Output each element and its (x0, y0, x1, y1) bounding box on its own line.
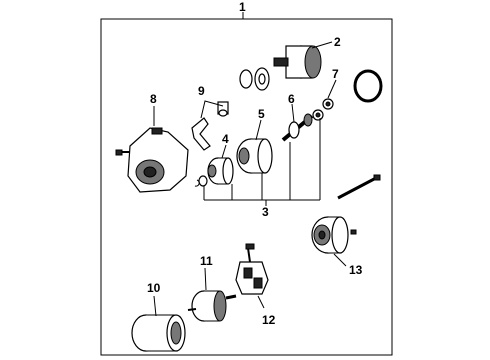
leader-12 (257, 295, 265, 309)
callout-7: 7 (332, 67, 339, 81)
bolt-part (115, 149, 130, 156)
leader-5 (255, 119, 262, 141)
washer-hole (258, 73, 266, 85)
solenoid-part (273, 45, 322, 79)
bracket-3 (203, 118, 321, 201)
callout-11: 11 (200, 254, 213, 268)
armature-part (187, 290, 237, 322)
brush-holder-part (235, 243, 269, 295)
callout-3: 3 (262, 205, 269, 219)
gear-housing-part (236, 138, 273, 174)
through-bolt-head (373, 174, 381, 181)
clutch-gear-part (207, 157, 234, 185)
fork-lever-part (191, 101, 229, 151)
bearing-parts (312, 98, 334, 121)
callout-5: 5 (258, 107, 265, 121)
leader-10 (153, 295, 157, 317)
leader-4 (221, 144, 227, 159)
drive-housing-part (127, 127, 189, 193)
screw-part (350, 229, 357, 235)
callout-10: 10 (147, 281, 161, 295)
through-bolt-part (337, 176, 377, 200)
callout-4: 4 (222, 132, 229, 146)
callout-9: 9 (198, 84, 205, 98)
callout-12: 12 (262, 313, 276, 327)
assembly-frame (100, 18, 393, 356)
pinion-shaft-part (281, 113, 314, 142)
leader-7 (327, 79, 337, 99)
leader-6 (291, 103, 295, 123)
yoke-part (131, 314, 186, 352)
clip-part (194, 179, 200, 187)
leader-2 (311, 41, 333, 49)
leader-11 (204, 267, 207, 291)
leader-13 (333, 253, 347, 267)
callout-6: 6 (288, 92, 295, 106)
leader-9 (200, 100, 224, 119)
o-ring-part (353, 69, 383, 103)
callout-13: 13 (349, 263, 363, 277)
callout-8: 8 (150, 92, 157, 106)
callout-1: 1 (239, 0, 246, 14)
end-cover-part (311, 216, 349, 254)
ring-part (198, 175, 208, 187)
washer-part (239, 69, 253, 89)
callout-2: 2 (334, 35, 341, 49)
